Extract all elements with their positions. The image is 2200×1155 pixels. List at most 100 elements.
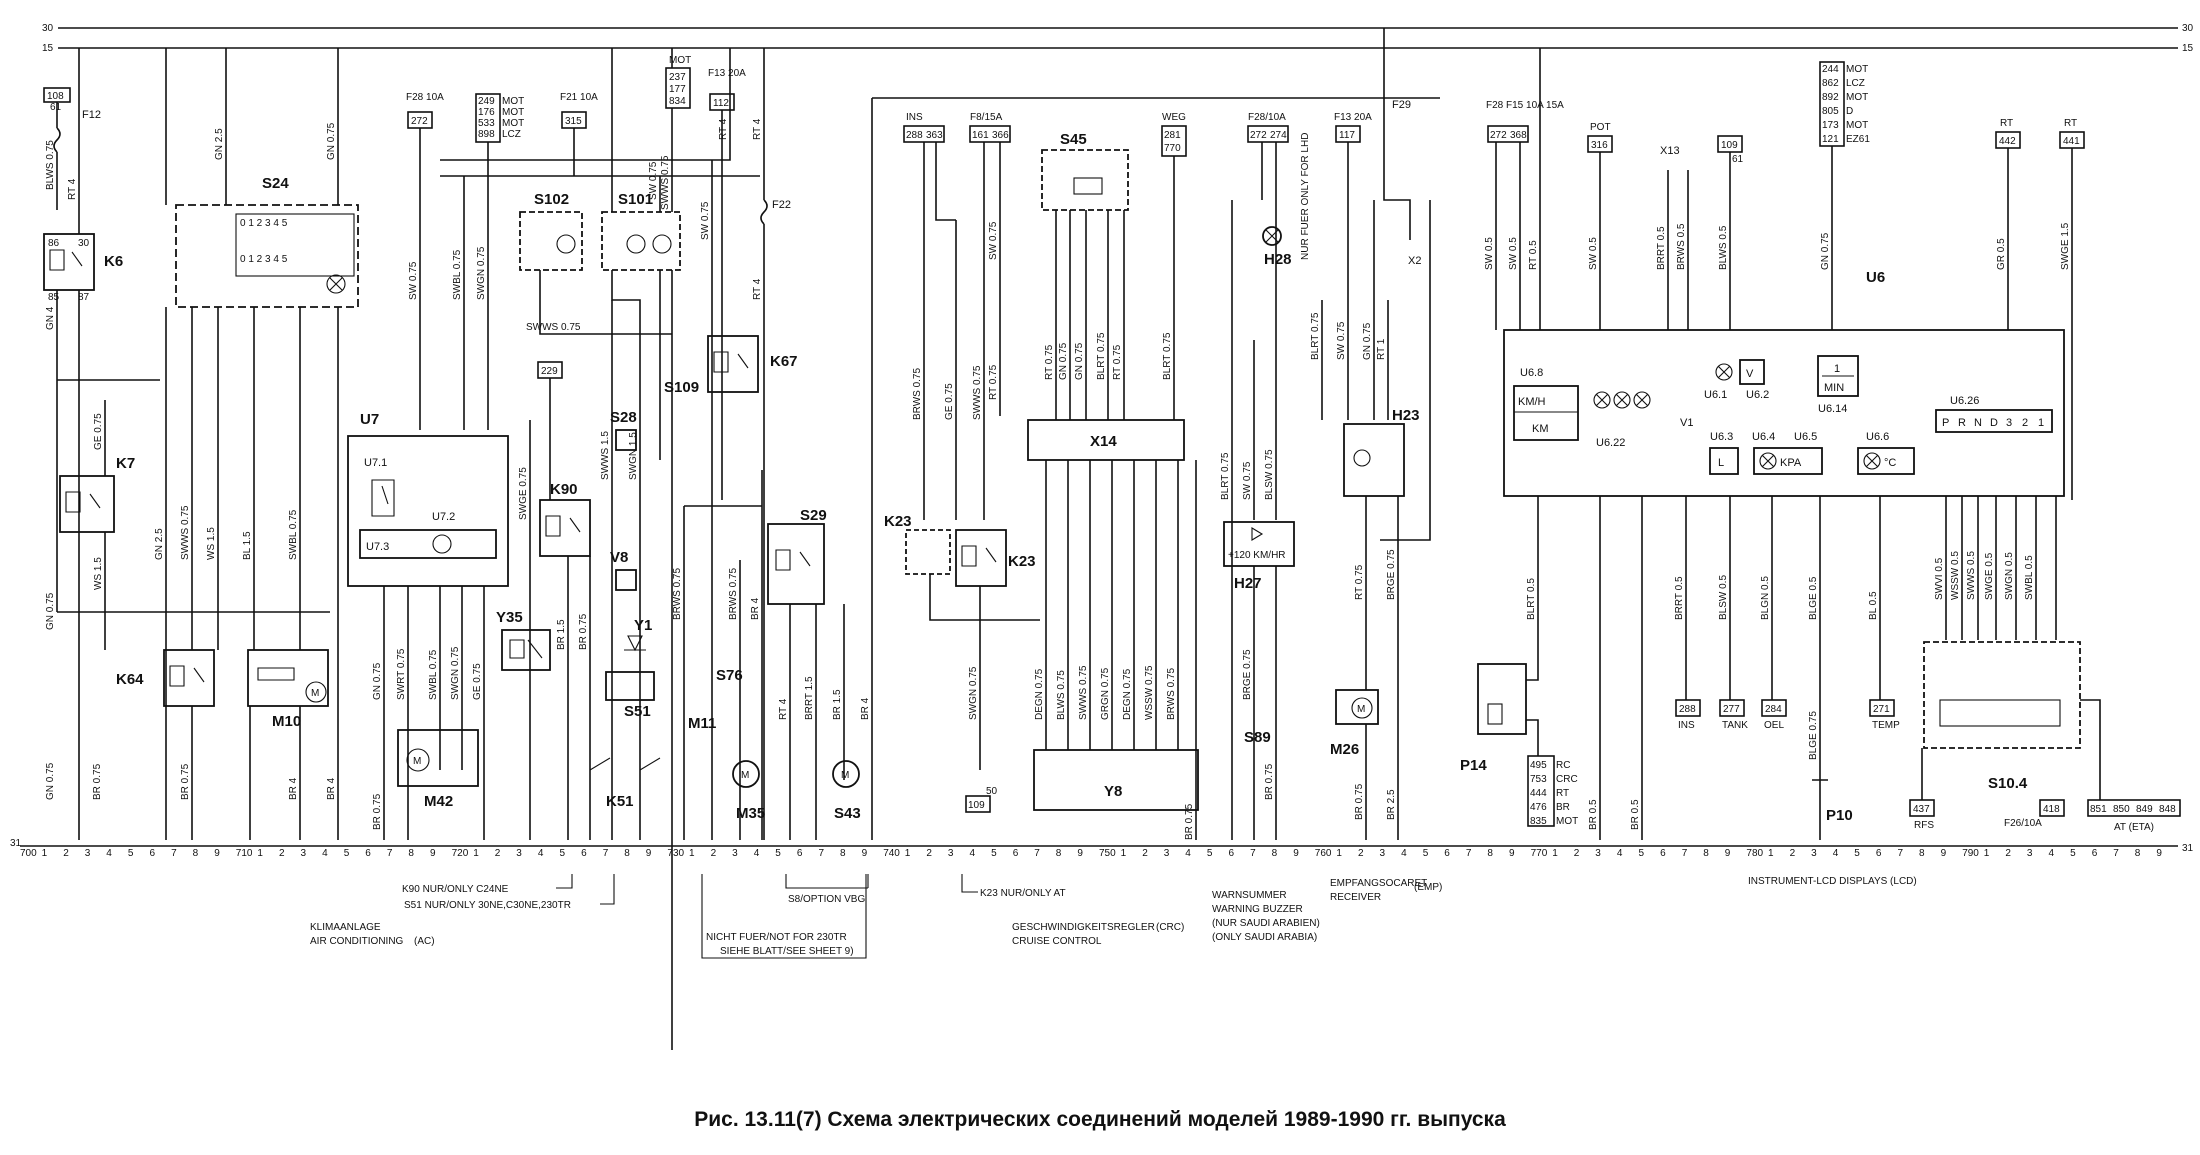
- motor-m26: [1335, 689, 1379, 725]
- code-444: 444: [1530, 788, 1547, 799]
- code-444-suffix: RT: [1556, 788, 1569, 799]
- motor-m11-glyph: M: [741, 770, 749, 781]
- kmh-text: KM/H: [1518, 396, 1546, 408]
- scale-tick: 1: [1768, 848, 1774, 859]
- wire-label-w75: BRWS 0.5: [1676, 223, 1687, 270]
- scale-major: 710: [236, 848, 253, 859]
- wire-label-w31: BRWS 0.75: [728, 568, 739, 620]
- wire-label-w45: BLRT 0.75: [1096, 332, 1107, 380]
- scale-tick: 9: [862, 848, 868, 859]
- wire-label-w80: BLRT 0.5: [1526, 578, 1537, 620]
- scale-tick: 5: [1423, 848, 1429, 859]
- k90-code: 229: [541, 366, 558, 377]
- wire-label-w71: SW 0.5: [1508, 237, 1519, 270]
- wire-label-w76: BLWS 0.5: [1718, 225, 1729, 270]
- u6-1-label: U6.1: [1704, 389, 1727, 401]
- gauge-terminal-box: [1869, 699, 1895, 717]
- u6-22-label: U6.22: [1596, 437, 1625, 449]
- scale-tick: 4: [1617, 848, 1623, 859]
- wire-label-w47: BLRT 0.75: [1162, 332, 1173, 380]
- scale-major: 730: [667, 848, 684, 859]
- switch-s101-label: S101: [618, 191, 653, 208]
- scale-tick: 2: [711, 848, 717, 859]
- wire-label-w4b: GN 2.5: [154, 528, 165, 560]
- note-buzzer-4: (ONLY SAUDI ARABIA): [1212, 932, 1317, 943]
- switch-s102: [519, 211, 583, 271]
- wire-label-w88: SWWS 0.5: [1966, 551, 1977, 600]
- scale-tick: 2: [1790, 848, 1796, 859]
- fuse-f28-f15-label: F28 F15 10A 15A: [1486, 100, 1564, 111]
- wire-label-w3: RT 4: [67, 178, 78, 200]
- wire-label-w58: SW 0.75: [1242, 461, 1253, 500]
- s24-positions-b: 0 1 2 3 4 5: [240, 254, 288, 265]
- switch-s27: [615, 429, 637, 451]
- wire-label-w93: BR 0.5: [1630, 799, 1641, 830]
- wire-label-w27: RT 4: [718, 118, 729, 140]
- min-top-glyph: 1: [1834, 363, 1840, 375]
- buzzer-h27: [1223, 521, 1295, 567]
- note-s51: S51 NUR/ONLY 30NE,C30NE,230TR: [404, 900, 571, 911]
- scale-tick: 7: [603, 848, 609, 859]
- fuse-f22-label: F22: [772, 199, 791, 211]
- scale-tick: 3: [1164, 848, 1170, 859]
- scale-tick: 7: [1034, 848, 1040, 859]
- scale-tick: 9: [1293, 848, 1299, 859]
- gear-letter: R: [1958, 417, 1966, 429]
- pin-87: 87: [78, 292, 90, 303]
- sensor-p14: [1477, 663, 1527, 735]
- code-244-suffix: MOT: [1846, 64, 1868, 75]
- buzzer-h27-label: H27: [1234, 575, 1262, 592]
- wire-label-w67: BRGE 0.75: [1386, 549, 1397, 600]
- code-834: 834: [669, 96, 686, 107]
- wire-label-w12: SWBL 0.75: [452, 249, 463, 300]
- code-850: 850: [2113, 804, 2130, 815]
- wire-label-w59: BLSW 0.75: [1264, 449, 1275, 500]
- wire-label-w49: BLWS 0.75: [1056, 670, 1067, 720]
- switch-s24-label: S24: [262, 175, 289, 192]
- scale-tick: 1: [1121, 848, 1127, 859]
- scale-tick: 1: [42, 848, 48, 859]
- mot-label-1: MOT: [669, 55, 691, 66]
- code-495: 495: [1530, 760, 1547, 771]
- switch-s27-label: S28: [610, 409, 637, 426]
- code-249-suffix: MOT: [502, 96, 524, 107]
- l-glyph: L: [1718, 457, 1724, 469]
- fuse-f13-code: 112: [713, 98, 729, 109]
- module-u7-2-label: U7.2: [432, 511, 455, 523]
- motor-m11: [732, 760, 760, 788]
- wire-label-br075a: BR 0.75: [92, 763, 103, 800]
- module-u7-label: U7: [360, 411, 379, 428]
- pin-85: 85: [48, 292, 60, 303]
- code-533-suffix: MOT: [502, 118, 524, 129]
- gear-letter: P: [1942, 417, 1949, 429]
- x13-code: 109: [1721, 140, 1738, 151]
- motor-m42-glyph: M: [413, 756, 421, 767]
- wire-label-w84: BLGE 0.5: [1808, 576, 1819, 620]
- gauge-code: 288: [1679, 704, 1696, 715]
- wire-label-w78: GR 0.5: [1996, 238, 2007, 270]
- wire-label-w1: BLWS 0.75: [45, 140, 56, 190]
- wire-label-w25: SWGN 1.5: [628, 432, 639, 480]
- switch-s101: [601, 211, 681, 271]
- code-753: 753: [1530, 774, 1547, 785]
- switch-s89-label: S89: [1244, 729, 1271, 746]
- scale-tick: 2: [495, 848, 501, 859]
- fuse-f12-label: F12: [82, 109, 101, 121]
- scale-tick: 8: [1272, 848, 1278, 859]
- scale-tick: 5: [560, 848, 566, 859]
- scale-tick: 3: [948, 848, 954, 859]
- scale-major: 790: [1962, 848, 1979, 859]
- rt-code-1: 442: [1999, 136, 2016, 147]
- wire-label-w20: SWWS 0.75: [660, 155, 671, 210]
- wire-label-w37: BRWS 0.75: [912, 368, 923, 420]
- rail-label-15-left: 15: [42, 43, 54, 54]
- scale-tick: 3: [301, 848, 307, 859]
- scale-tick: 9: [1509, 848, 1515, 859]
- motor-m10-label: M10: [272, 713, 301, 730]
- rail-label-31-left: 31: [10, 838, 22, 849]
- wire-label-w39: SWWS 0.75: [972, 365, 983, 420]
- scale-tick: 7: [1466, 848, 1472, 859]
- scale-tick: 3: [516, 848, 522, 859]
